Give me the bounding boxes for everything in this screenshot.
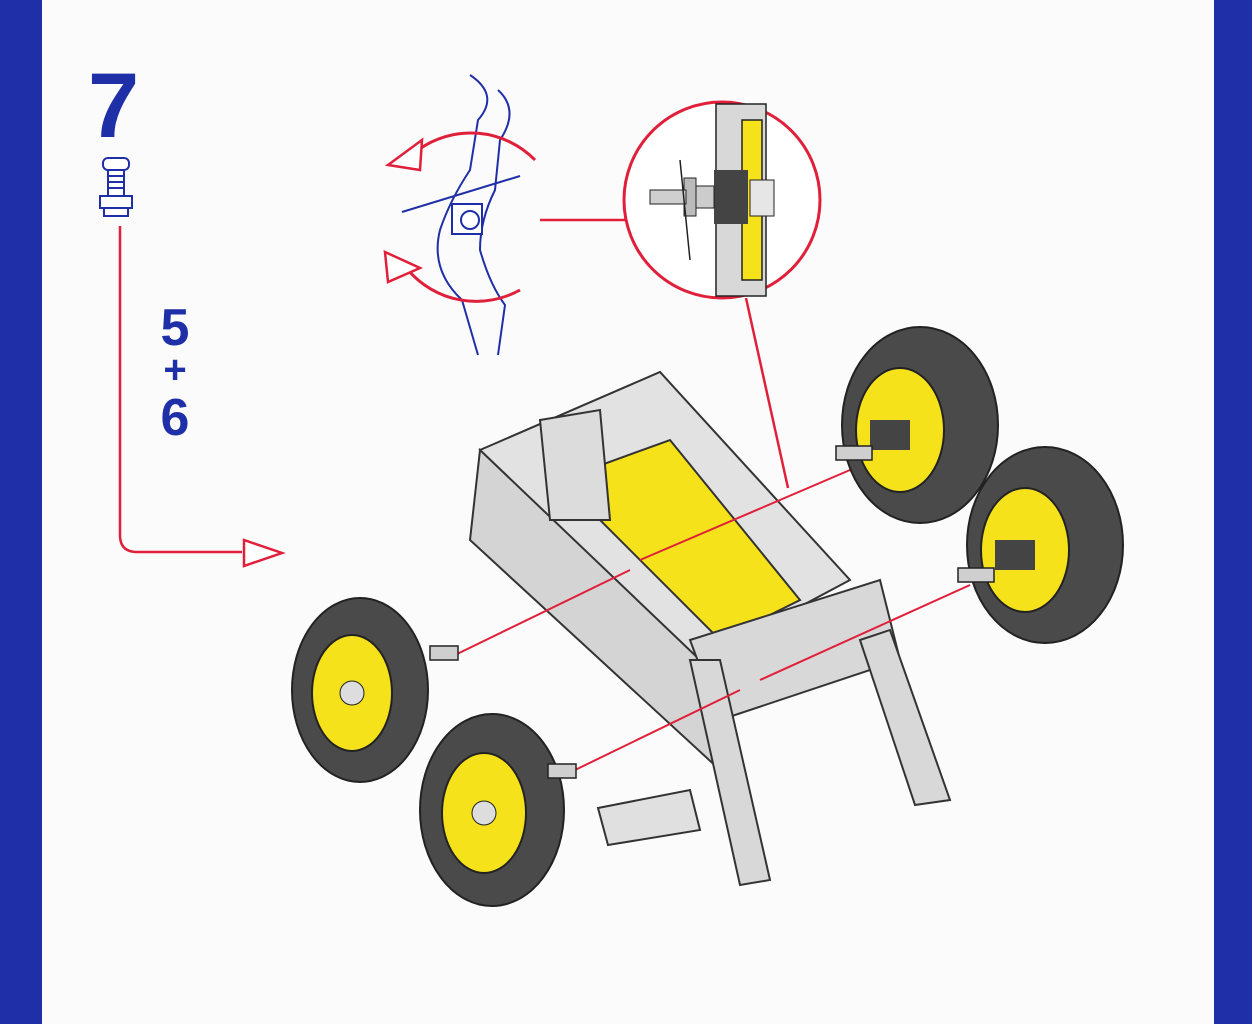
rotation-detail-view [383,74,537,356]
bolt-icon [99,157,133,217]
quantity-bottom: 6 [160,389,190,447]
quantity-top: 5 [160,299,190,357]
chassis-body [468,370,952,887]
quantity-plus: + [163,348,187,392]
rear-left-wheel [419,713,565,907]
assembly-guide-arrow [118,226,286,568]
rotate-arrow-icon [384,137,424,172]
magnified-axle-detail [622,100,822,300]
front-left-wheel [291,597,429,783]
step-number: 7 [88,55,140,157]
rear-right-wheel [966,446,1124,644]
axle-guide-lines [454,469,971,771]
right-border [1214,0,1252,1024]
left-border [0,0,42,1024]
front-right-wheel [841,326,999,524]
axle-bolts [429,445,995,779]
rotate-arrow-icon [383,249,424,284]
